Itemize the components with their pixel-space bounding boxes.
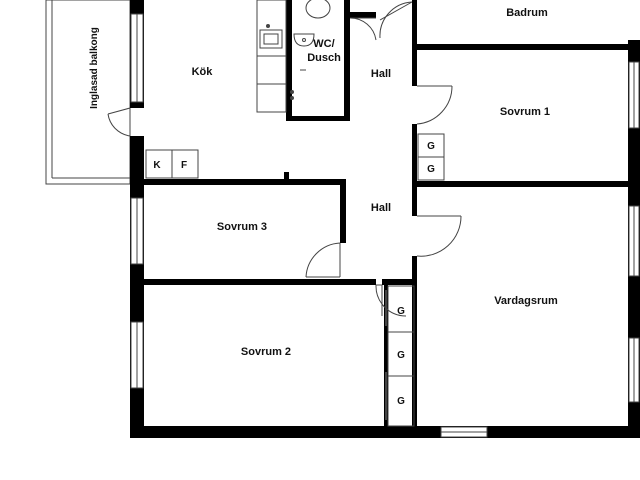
door-swing — [107, 113, 131, 137]
wc-bowl — [305, 0, 331, 19]
room-label-wc-dusch-2: Dusch — [307, 52, 341, 64]
wall — [340, 179, 346, 243]
door-swing — [416, 85, 453, 125]
fixture-label-kyl: K — [153, 160, 161, 171]
wall — [286, 116, 350, 121]
kitchen-sink — [259, 29, 283, 49]
wall — [130, 279, 376, 285]
wardrobe-label: G — [397, 350, 405, 361]
room-label-hall-lower: Hall — [371, 202, 391, 214]
wall — [130, 136, 144, 176]
wall — [384, 285, 388, 427]
wall — [130, 179, 346, 185]
wall — [382, 279, 416, 285]
door-leaf — [107, 107, 131, 115]
wardrobe-label: G — [427, 164, 435, 175]
wall — [412, 0, 417, 48]
wall — [412, 181, 640, 187]
wall — [344, 0, 350, 120]
wardrobe-label: G — [427, 141, 435, 152]
room-label-sovrum-3: Sovrum 3 — [217, 221, 267, 233]
wardrobe-label: G — [397, 306, 405, 317]
wardrobe-label: G — [397, 396, 405, 407]
room-label-sovrum-1: Sovrum 1 — [500, 106, 550, 118]
wall — [344, 12, 376, 18]
wc-sink — [293, 33, 315, 47]
wall — [130, 426, 640, 438]
wall — [412, 186, 417, 216]
room-label-sovrum-2: Sovrum 2 — [241, 346, 291, 358]
room-label-hall-upper: Hall — [371, 68, 391, 80]
room-label-vardagsrum: Vardagsrum — [494, 295, 558, 307]
room-label-inglasad-balkong: Inglasad balkong — [89, 27, 100, 109]
wall — [284, 172, 289, 182]
door-swing — [375, 284, 407, 317]
wardrobe — [387, 285, 415, 427]
door-swing — [305, 242, 341, 278]
door-swing — [379, 1, 413, 39]
room-label-wc-dusch-1: WC/ — [313, 38, 334, 50]
room-label-kok: Kök — [192, 66, 214, 78]
wall — [286, 0, 292, 120]
door-swing — [416, 215, 462, 257]
door-swing — [349, 17, 377, 41]
wall — [412, 44, 640, 50]
wall — [412, 124, 417, 186]
room-label-badrum: Badrum — [506, 7, 548, 19]
wall — [344, 279, 376, 285]
wall — [412, 50, 417, 86]
balcony-outline — [45, 0, 131, 185]
fixture-label-frys: F — [181, 160, 187, 171]
